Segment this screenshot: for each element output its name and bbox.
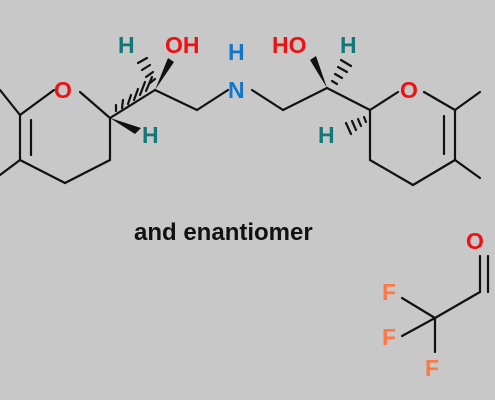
left-wedge-bond — [110, 118, 141, 134]
enantiomer-caption: and enantiomer — [134, 219, 313, 246]
right-ho-wedge — [310, 56, 327, 88]
amine-hydrogen: H — [228, 39, 245, 65]
tfa-fluorine-2: F — [382, 324, 396, 350]
amine-nitrogen: N — [228, 77, 245, 103]
left-hash-bond — [114, 75, 154, 113]
left-top-hydrogen: H — [118, 32, 135, 58]
left-h-hash — [136, 56, 157, 85]
right-ring-oxygen: O — [400, 77, 418, 103]
left-ring-oxygen: O — [54, 77, 72, 103]
tfa-fragment — [400, 254, 490, 354]
left-chroman-ring — [0, 88, 112, 185]
left-oh-wedge — [155, 58, 174, 90]
right-bottom-hydrogen: H — [318, 122, 335, 148]
right-chroman-ring — [368, 90, 482, 187]
left-bottom-hydrogen: H — [142, 122, 159, 148]
right-hydroxyl-label: HO — [272, 32, 307, 58]
right-wedge-h-hash — [344, 115, 368, 136]
left-hydroxyl-label: OH — [165, 32, 200, 58]
tfa-fluorine-3: F — [425, 355, 439, 381]
right-h-hash — [330, 58, 353, 86]
tfa-carbonyl-oxygen: O — [466, 228, 484, 254]
tfa-fluorine-1: F — [382, 279, 396, 305]
right-top-hydrogen: H — [340, 32, 357, 58]
